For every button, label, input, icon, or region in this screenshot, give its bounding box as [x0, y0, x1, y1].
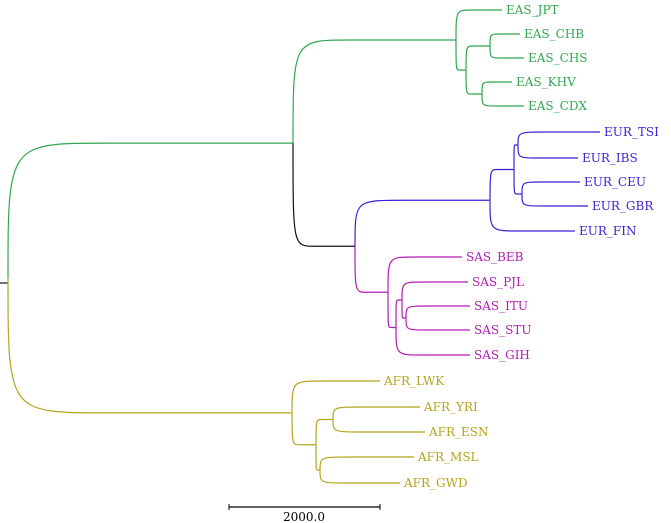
branch-37 — [319, 456, 414, 471]
leaf-label-sas-gih: SAS_GIH — [474, 348, 530, 362]
branch-7 — [489, 45, 524, 59]
leaf-label-eur-fin: EUR_FIN — [579, 224, 636, 238]
leaf-label-eas-chs: EAS_CHS — [528, 51, 588, 65]
tree-branches — [0, 9, 600, 484]
branch-29 — [395, 327, 470, 356]
scale-bar: 2000.0 — [228, 504, 381, 523]
branch-27 — [405, 305, 470, 319]
branch-17 — [513, 169, 522, 195]
branch-10 — [481, 93, 524, 107]
leaf-label-eur-ibs: EUR_IBS — [582, 151, 638, 165]
branch-4 — [455, 39, 466, 71]
branch-12 — [354, 199, 490, 247]
branch-20 — [489, 200, 575, 232]
branch-24 — [395, 299, 402, 328]
branch-30 — [7, 277, 292, 414]
leaf-label-afr-esn: AFR_ESN — [428, 425, 489, 439]
branch-28 — [405, 317, 470, 331]
branch-6 — [489, 33, 520, 47]
branch-25 — [401, 281, 468, 301]
branch-3 — [455, 9, 502, 41]
branch-13 — [489, 168, 514, 201]
branch-22 — [387, 256, 462, 293]
leaf-label-afr-yri: AFR_YRI — [423, 400, 478, 414]
branch-15 — [517, 131, 600, 146]
leaf-label-eas-chb: EAS_CHB — [524, 27, 584, 41]
leaf-label-sas-itu: SAS_ITU — [474, 299, 528, 313]
leaf-label-sas-beb: SAS_BEB — [466, 250, 524, 264]
branch-35 — [332, 419, 425, 433]
branch-31 — [291, 380, 380, 413]
branch-1 — [7, 142, 293, 279]
branch-9 — [481, 81, 512, 95]
scale-bar-label: 2000.0 — [283, 510, 325, 523]
branch-36 — [315, 444, 320, 471]
leaf-labels: EAS_JPT EAS_CHB EAS_CHS EAS_KHV EAS_CDX EUR_T… — [383, 3, 659, 490]
branch-33 — [315, 418, 333, 445]
branch-8 — [465, 69, 482, 95]
branch-5 — [465, 45, 490, 71]
branch-14 — [513, 144, 518, 170]
branch-21 — [354, 246, 388, 293]
leaf-label-sas-stu: SAS_STU — [474, 323, 531, 337]
leaf-label-eur-ceu: EUR_CEU — [584, 175, 646, 189]
branch-11 — [292, 143, 355, 247]
branch-38 — [319, 469, 400, 484]
branch-23 — [387, 292, 396, 329]
branch-32 — [291, 412, 316, 446]
leaf-label-eur-tsi: EUR_TSI — [604, 125, 659, 139]
branch-34 — [332, 406, 420, 420]
leaf-label-afr-msl: AFR_MSL — [417, 450, 479, 464]
branch-2 — [292, 39, 456, 144]
leaf-label-eas-khv: EAS_KHV — [516, 75, 576, 89]
branch-16 — [517, 144, 578, 159]
leaf-label-eur-gbr: EUR_GBR — [592, 199, 654, 213]
branch-18 — [521, 181, 580, 195]
branch-19 — [521, 193, 588, 207]
leaf-label-eas-cdx: EAS_CDX — [528, 99, 587, 113]
leaf-label-afr-lwk: AFR_LWK — [383, 374, 445, 388]
leaf-label-eas-jpt: EAS_JPT — [506, 3, 559, 17]
leaf-label-sas-pjl: SAS_PJL — [472, 275, 524, 289]
leaf-label-afr-gwd: AFR_GWD — [403, 476, 468, 490]
branch-26 — [401, 299, 406, 319]
